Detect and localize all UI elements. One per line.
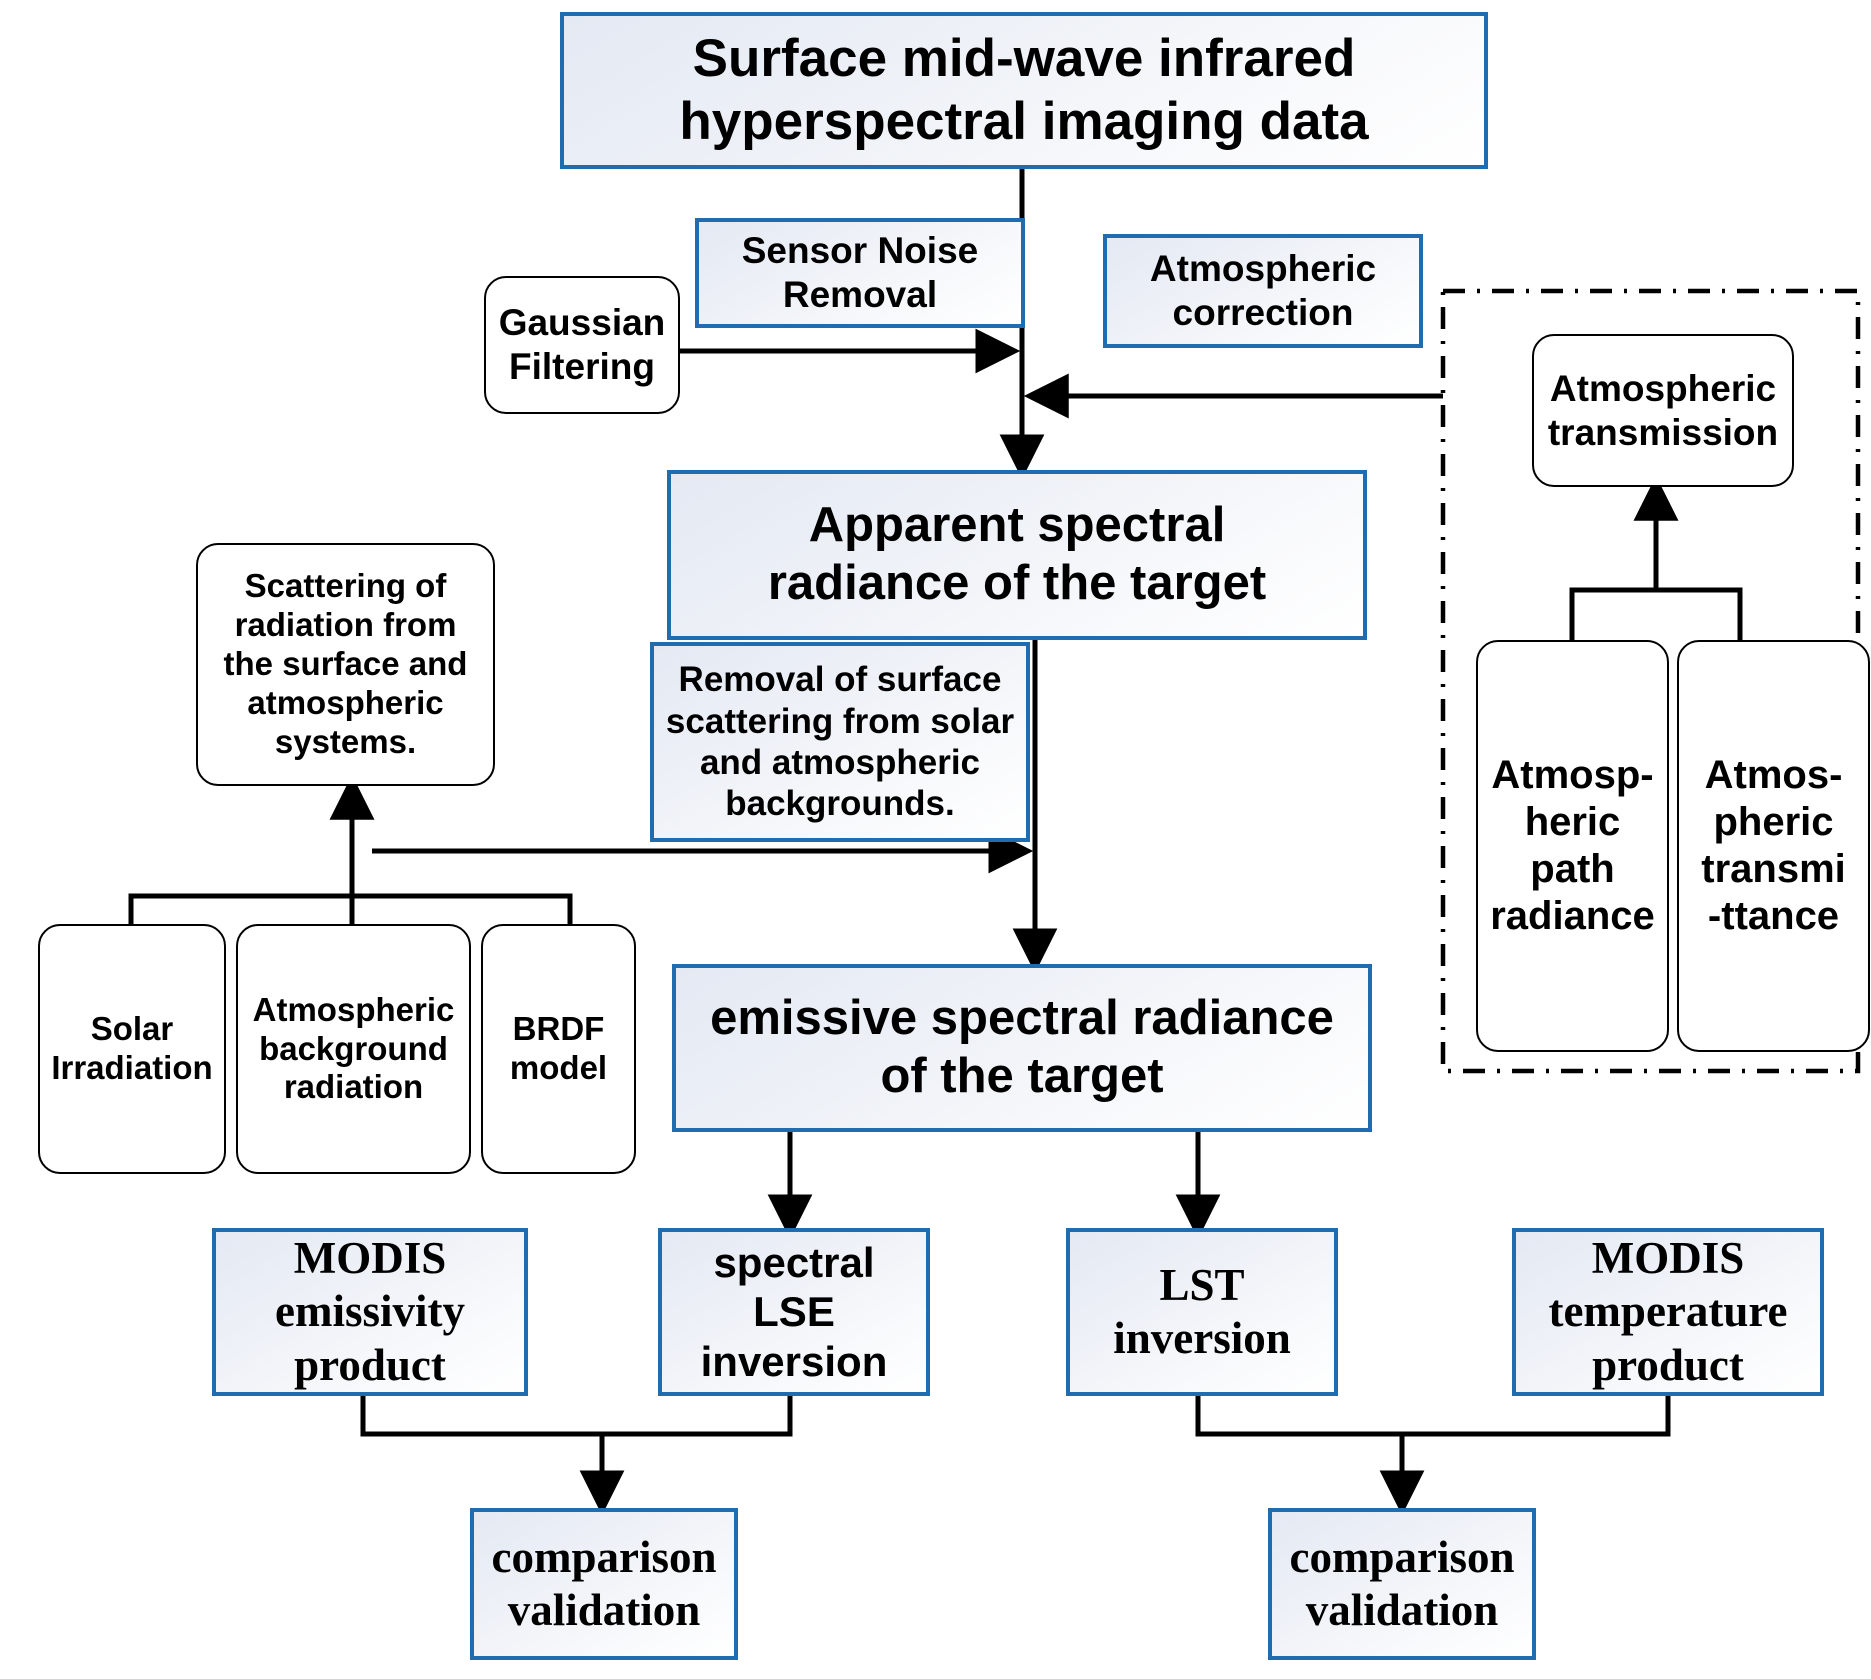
node-atmospheric-correction[interactable]: Atmospheric correction [1103, 234, 1423, 348]
node-modis-emissivity-product-label: MODIS emissivity product [275, 1233, 465, 1390]
node-lst-inversion-label: LST inversion [1113, 1259, 1291, 1363]
node-atmospheric-path-radiance[interactable]: Atmosp- heric path radiance [1476, 640, 1669, 1052]
node-comparison-validation-left-label: comparison validation [491, 1531, 717, 1635]
node-comparison-validation-right-label: comparison validation [1289, 1531, 1515, 1635]
node-lst-inversion[interactable]: LST inversion [1066, 1228, 1338, 1396]
node-atmospheric-background-radiation[interactable]: Atmospheric background radiation [236, 924, 471, 1174]
node-removal-surface-scattering[interactable]: Removal of surface scattering from solar… [650, 642, 1030, 842]
node-surface-data[interactable]: Surface mid-wave infrared hyperspectral … [560, 12, 1488, 169]
node-gaussian-filtering-label: Gaussian Filtering [498, 302, 666, 387]
node-comparison-validation-right[interactable]: comparison validation [1268, 1508, 1536, 1660]
edge-source-bracket [128, 893, 573, 924]
node-brdf-model[interactable]: BRDF model [481, 924, 636, 1174]
edge-right-validation-join [1195, 1396, 1425, 1516]
node-modis-temperature-product-label: MODIS temperature product [1548, 1233, 1788, 1390]
node-scattering-of-radiation[interactable]: Scattering of radiation from the surface… [196, 543, 495, 786]
edge-lse-to-validation [602, 1396, 793, 1437]
node-atmospheric-path-radiance-label: Atmosp- heric path radiance [1490, 752, 1655, 939]
node-scattering-of-radiation-label: Scattering of radiation from the surface… [223, 567, 468, 760]
node-surface-data-label: Surface mid-wave infrared hyperspectral … [679, 28, 1369, 151]
node-removal-surface-scattering-label: Removal of surface scattering from solar… [665, 660, 1015, 824]
node-brdf-model-label: BRDF model [509, 1010, 608, 1086]
node-comparison-validation-left[interactable]: comparison validation [470, 1508, 738, 1660]
node-atmospheric-transmission-label: Atmospheric transmission [1547, 367, 1779, 453]
node-modis-emissivity-product[interactable]: MODIS emissivity product [212, 1228, 528, 1396]
node-solar-irradiation[interactable]: Solar Irradiation [38, 924, 226, 1174]
node-atmospheric-transmittance-label: Atmos- pheric transmi -ttance [1701, 752, 1846, 939]
node-emissive-spectral-radiance-label: emissive spectral radiance of the target [710, 991, 1334, 1103]
node-apparent-spectral-radiance[interactable]: Apparent spectral radiance of the target [667, 470, 1367, 640]
node-spectral-lse-inversion[interactable]: spectral LSE inversion [658, 1228, 930, 1396]
node-sensor-noise-removal[interactable]: Sensor Noise Removal [695, 218, 1025, 328]
edge-transmission-bracket [1569, 587, 1743, 640]
node-atmospheric-transmittance[interactable]: Atmos- pheric transmi -ttance [1677, 640, 1870, 1052]
node-atmospheric-background-radiation-label: Atmospheric background radiation [252, 990, 455, 1106]
node-solar-irradiation-label: Solar Irradiation [51, 1010, 213, 1086]
edge-modis-temp-to-validation [1402, 1396, 1671, 1437]
node-emissive-spectral-radiance[interactable]: emissive spectral radiance of the target [672, 964, 1372, 1132]
node-atmospheric-transmission[interactable]: Atmospheric transmission [1532, 334, 1794, 487]
node-gaussian-filtering[interactable]: Gaussian Filtering [484, 276, 680, 414]
node-atmospheric-correction-label: Atmospheric correction [1149, 248, 1377, 333]
node-sensor-noise-removal-label: Sensor Noise Removal [741, 230, 979, 315]
node-spectral-lse-inversion-label: spectral LSE inversion [700, 1238, 888, 1385]
node-modis-temperature-product[interactable]: MODIS temperature product [1512, 1228, 1824, 1396]
node-apparent-spectral-radiance-label: Apparent spectral radiance of the target [767, 498, 1267, 610]
edge-left-validation-join [360, 1396, 625, 1516]
